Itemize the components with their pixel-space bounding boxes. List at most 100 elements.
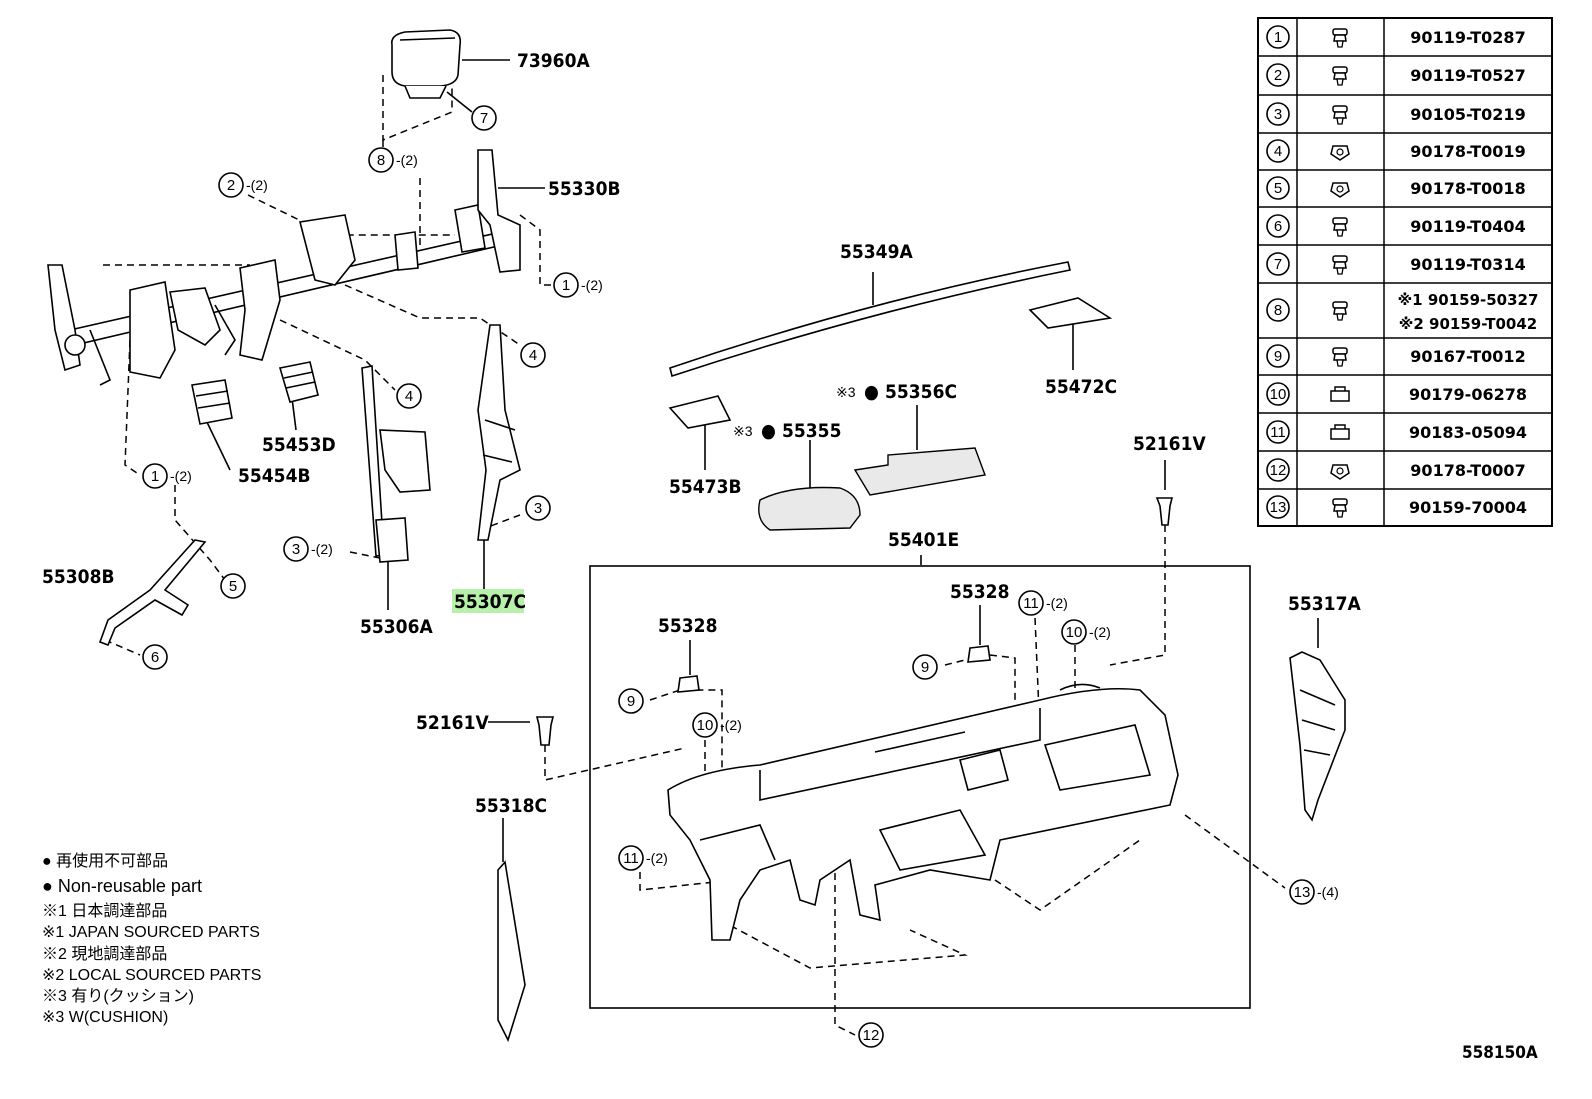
bubble-13: 13 <box>1289 879 1315 905</box>
svg-text:12: 12 <box>863 1027 880 1044</box>
legend-line: ※1 日本調達部品 <box>42 902 167 920</box>
table-row: 9 90167-T0012 <box>1266 344 1526 368</box>
bolt-icon <box>1332 347 1348 367</box>
qty-8: -(2) <box>396 152 418 168</box>
label-55355[interactable]: 55355 <box>782 420 841 442</box>
clip-icon <box>1330 386 1350 402</box>
label-55454B[interactable]: 55454B <box>238 465 311 487</box>
svg-text:12: 12 <box>1270 462 1287 479</box>
table-cell-part: 90167-T0012 <box>1410 347 1525 366</box>
svg-text:4: 4 <box>529 347 537 364</box>
legend-line: ● Non-reusable part <box>42 876 202 896</box>
svg-text:3: 3 <box>292 541 300 558</box>
table-cell-part: ※1 90159-50327 <box>1398 291 1539 309</box>
instrument-panel-reinforcement <box>47 149 521 386</box>
table-row: 1 90119-T0287 <box>1266 25 1526 49</box>
switch-55454B <box>191 379 233 425</box>
legend-line: ※2 現地調達部品 <box>42 945 167 963</box>
garnish-strip-55349A <box>669 261 1071 378</box>
svg-text:4: 4 <box>405 388 413 405</box>
legend-line: ※3 有り(クッション) <box>42 987 194 1005</box>
bubble-3-left: 3 <box>283 536 309 562</box>
legend-line: ● 再使用不可部品 <box>42 852 168 870</box>
svg-text:7: 7 <box>480 110 488 127</box>
label-52161V-right[interactable]: 52161V <box>1133 433 1206 455</box>
label-55317A[interactable]: 55317A <box>1288 593 1361 615</box>
svg-text:9: 9 <box>1274 348 1282 365</box>
label-73960A[interactable]: 73960A <box>517 50 590 72</box>
table-cell-part: 90119-T0404 <box>1410 217 1525 236</box>
legend-line: ※3 W(CUSHION) <box>42 1009 168 1026</box>
bubble-10-right: 10 <box>1061 619 1087 645</box>
bubble-3-right: 3 <box>525 495 551 521</box>
fastener-table: 1 90119-T0287 2 90119-T0527 3 90105-T021… <box>1257 17 1553 527</box>
label-55473B[interactable]: 55473B <box>669 476 742 498</box>
label-52161V-left[interactable]: 52161V <box>416 712 489 734</box>
label-55472C[interactable]: 55472C <box>1045 376 1117 398</box>
table-row: 11 90183-05094 <box>1266 420 1527 444</box>
qty-10-right: -(2) <box>1089 624 1111 640</box>
table-cell-part: 90119-T0527 <box>1410 66 1525 85</box>
svg-text:2: 2 <box>227 177 235 194</box>
side-cover-55318C <box>497 860 526 1043</box>
highlight-55307C <box>452 589 524 613</box>
svg-text:1: 1 <box>1274 29 1282 46</box>
clip-52161V-left <box>535 716 555 746</box>
label-55328-right[interactable]: 55328 <box>950 581 1009 603</box>
bolt-icon <box>1332 28 1348 48</box>
ref3-55356C: ※3 <box>836 384 856 400</box>
brace-55308B <box>98 539 207 647</box>
clip-52161V-right <box>1155 497 1174 526</box>
cover-55473B <box>668 395 732 429</box>
table-cell-part: 90183-05094 <box>1409 423 1527 442</box>
bubble-8: 8 <box>368 147 394 173</box>
table-cell-part: 90179-06278 <box>1409 385 1527 404</box>
nut-icon <box>1330 182 1350 198</box>
bubble-7: 7 <box>471 105 497 131</box>
svg-text:9: 9 <box>627 693 635 710</box>
diagram-id: 558150A <box>1462 1043 1538 1063</box>
label-55306A[interactable]: 55306A <box>360 616 433 638</box>
table-row: 3 90105-T0219 <box>1266 102 1526 126</box>
label-55318C[interactable]: 55318C <box>475 795 547 817</box>
bolt-icon <box>1332 301 1348 321</box>
label-55307C[interactable]: 55307C <box>454 591 526 613</box>
svg-text:8: 8 <box>1274 302 1282 319</box>
table-cell-part: 90105-T0219 <box>1410 105 1525 124</box>
cover-55472C <box>1028 297 1113 329</box>
bolt-icon <box>1332 255 1348 275</box>
label-55328-left[interactable]: 55328 <box>658 615 717 637</box>
nut-icon <box>1330 145 1350 161</box>
svg-text:11: 11 <box>623 850 639 867</box>
svg-text:10: 10 <box>1066 624 1083 641</box>
bubble-6: 6 <box>142 644 168 670</box>
bubble-2: 2 <box>218 172 244 198</box>
label-55356C[interactable]: 55356C <box>885 381 957 403</box>
svg-text:4: 4 <box>1274 143 1282 160</box>
table-cell-part: 90178-T0018 <box>1410 179 1525 198</box>
svg-text:1: 1 <box>562 277 570 294</box>
bubble-11-left: 11 <box>618 845 644 871</box>
bolt-icon <box>1332 105 1348 125</box>
brace-55307C <box>477 324 521 541</box>
svg-text:5: 5 <box>229 578 237 595</box>
qty-10-left: -(2) <box>720 717 742 733</box>
label-55453D[interactable]: 55453D <box>262 434 336 456</box>
table-row: 5 90178-T0018 <box>1266 176 1526 200</box>
box-55401E <box>589 565 1251 1009</box>
label-55330B[interactable]: 55330B <box>548 178 621 200</box>
brace-55306A <box>361 365 431 563</box>
bubble-5: 5 <box>220 573 246 599</box>
qty-1-left: -(2) <box>170 468 192 484</box>
label-55308B[interactable]: 55308B <box>42 566 115 588</box>
qty-2: -(2) <box>246 177 268 193</box>
label-55401E[interactable]: 55401E <box>888 529 959 551</box>
nonreusable-dot-55355: ● <box>761 420 776 442</box>
table-cell-part: 90119-T0287 <box>1410 28 1525 47</box>
label-55349A[interactable]: 55349A <box>840 241 913 263</box>
table-cell-part: ※2 90159-T0042 <box>1399 315 1537 333</box>
clip-icon <box>1330 424 1350 440</box>
svg-text:8: 8 <box>377 152 385 169</box>
cushion-55356C <box>853 447 986 496</box>
